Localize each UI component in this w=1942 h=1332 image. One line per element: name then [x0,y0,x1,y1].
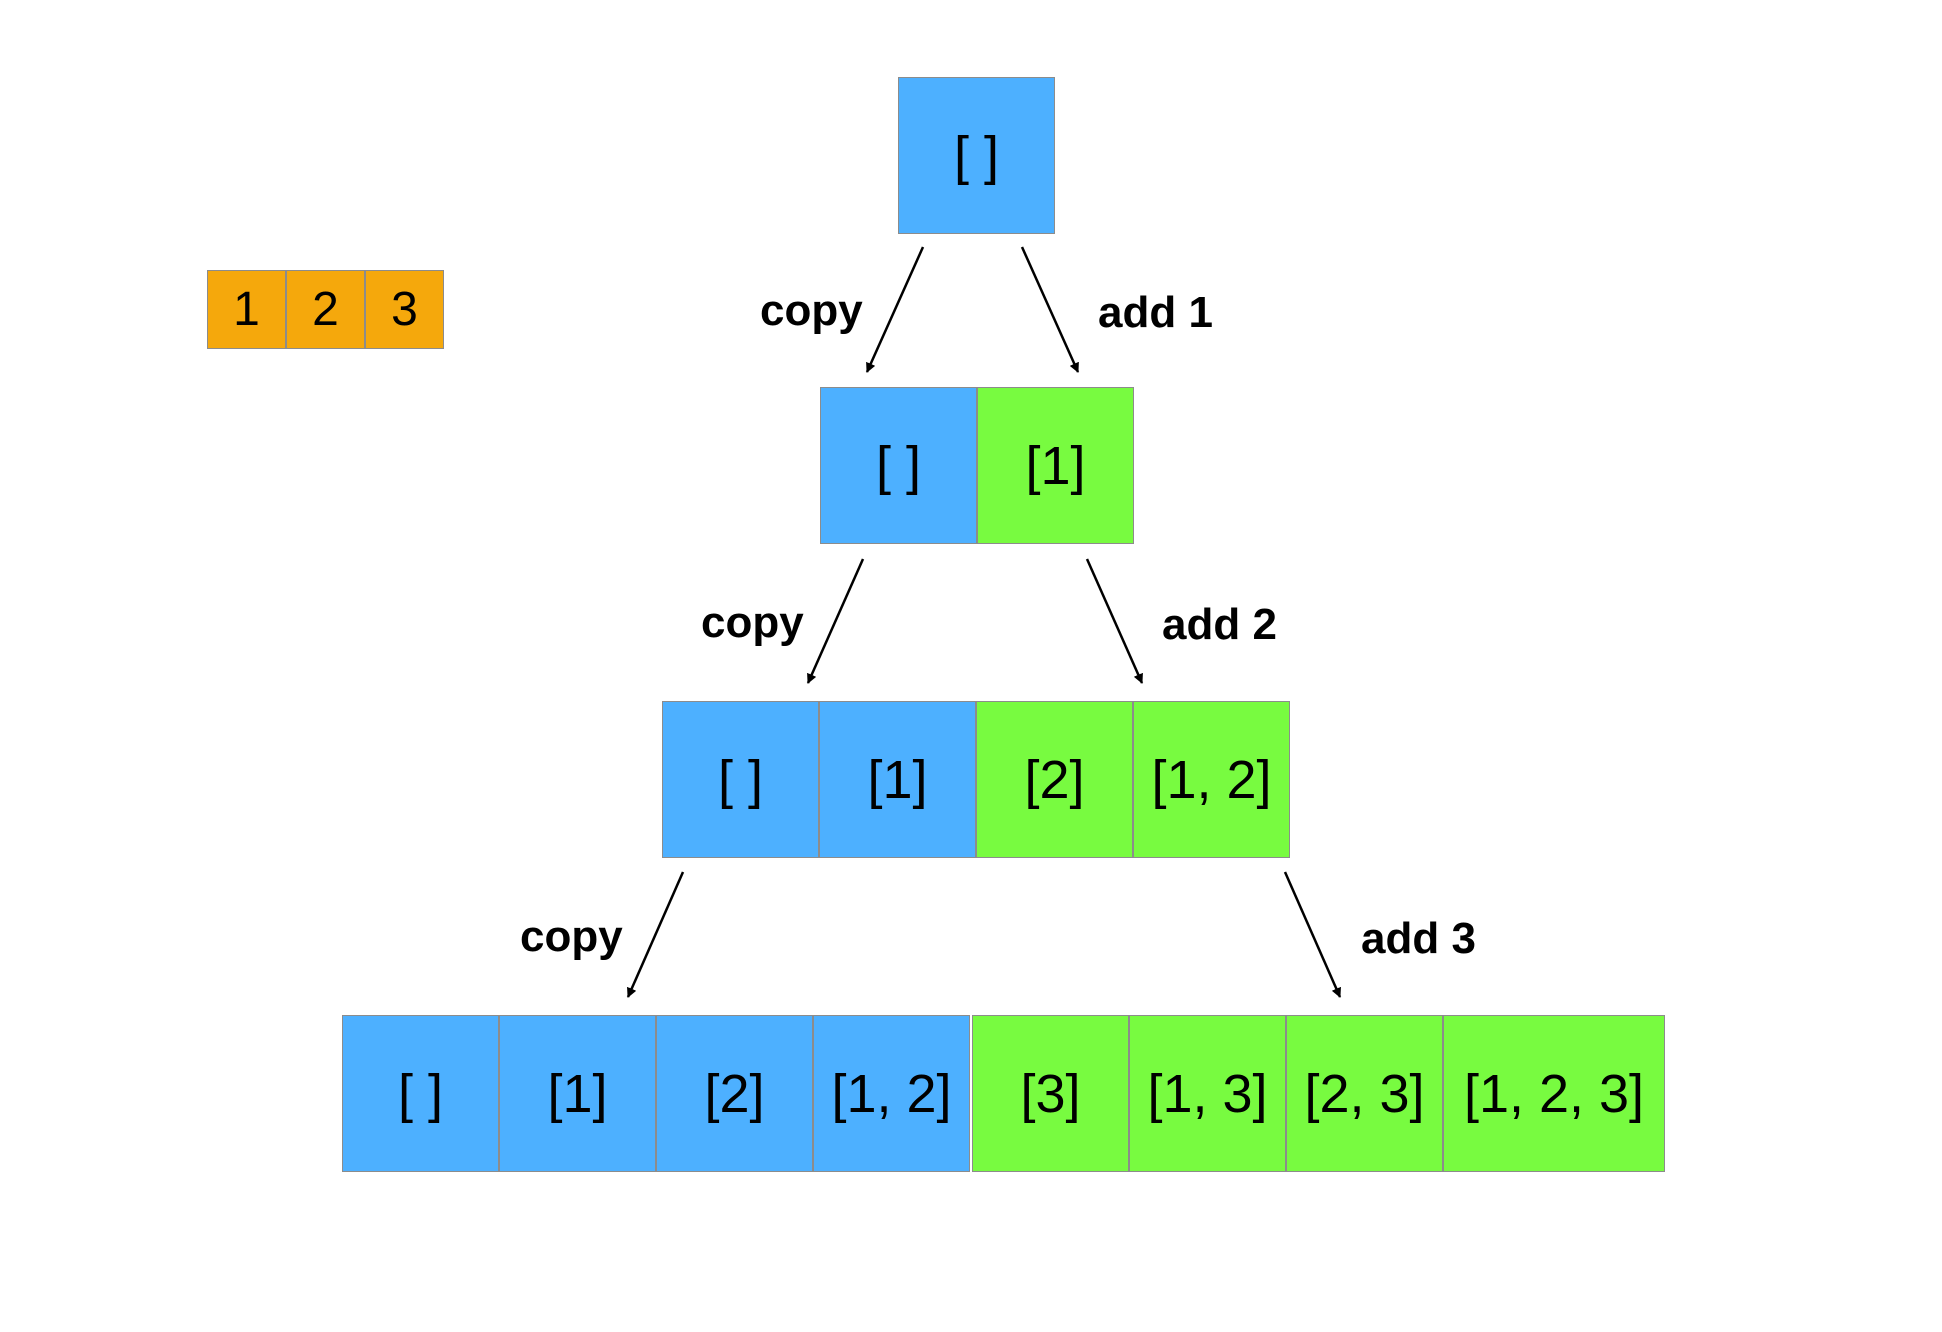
subset-cell: [2] [976,701,1133,858]
subset-cell: [ ] [662,701,819,858]
subset-cell: [ ] [342,1015,499,1172]
copy-arrow-1 [865,246,925,373]
copy-label-1: copy [760,286,863,335]
subset-cell: [2] [656,1015,813,1172]
add-label-2: add 2 [1162,600,1277,649]
subset-cell: [1, 2] [1133,701,1290,858]
copy-label-2: copy [701,598,804,647]
subset-cell: [ ] [898,77,1055,234]
add-label-3: add 3 [1361,914,1476,963]
subset-cell: [3] [972,1015,1129,1172]
copy-label-3: copy [520,912,623,961]
subset-cell: [1, 3] [1129,1015,1286,1172]
subset-cell: [2, 3] [1286,1015,1443,1172]
add-arrow-2 [1085,558,1144,684]
subset-cell: [1] [977,387,1134,544]
subset-cell: [ ] [820,387,977,544]
input-cell: 2 [286,270,365,349]
add-arrow-3 [1283,871,1342,998]
input-cell: 3 [365,270,444,349]
subset-cell: [1, 2, 3] [1443,1015,1665,1172]
add-arrow-1 [1020,246,1080,373]
input-cell: 1 [207,270,286,349]
subset-cell: [1] [819,701,976,858]
copy-arrow-3 [626,871,685,998]
subset-cell: [1] [499,1015,656,1172]
copy-arrow-2 [806,558,865,684]
add-label-1: add 1 [1098,288,1213,337]
subset-cell: [1, 2] [813,1015,970,1172]
